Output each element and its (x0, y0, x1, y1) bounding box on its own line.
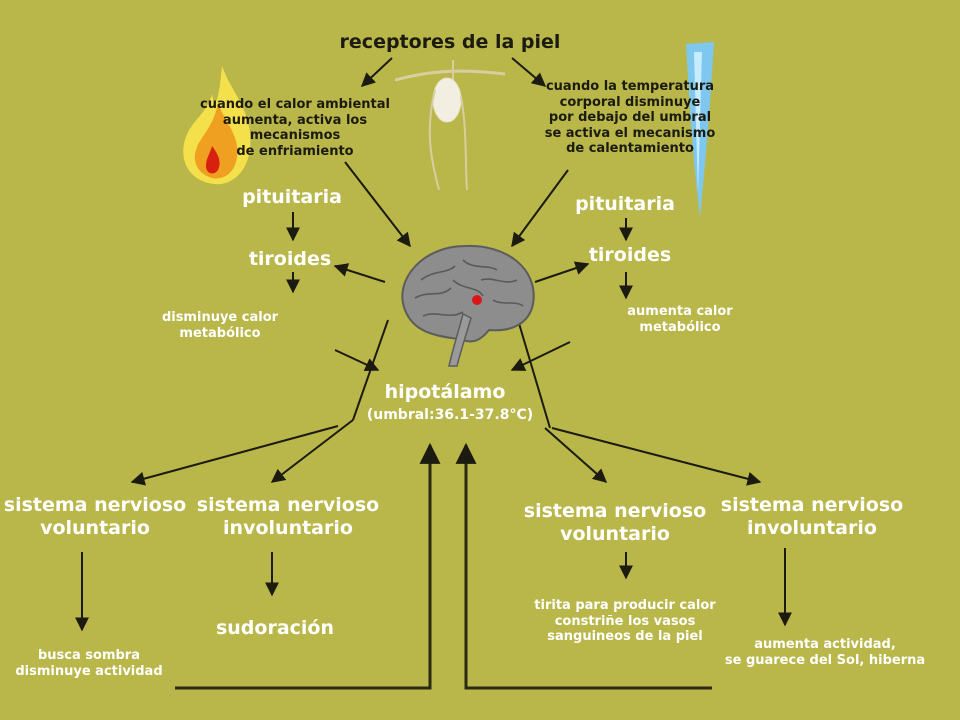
hypothalamus-label: hipotálamo (384, 381, 506, 403)
heat-condition-label: cuando el calor ambiental aumenta, activ… (200, 97, 390, 159)
involuntary-left-label: sistema nervioso involuntario (196, 494, 380, 539)
arrow-receptors-to-cold (511, 57, 547, 87)
arrow-brain-to-right-branch (517, 319, 551, 429)
arrow-to-voluntary-right (544, 427, 608, 483)
arrow-metabolic-right-to-hypothalamus (510, 341, 571, 371)
voluntary-right-label: sistema nervioso voluntario (523, 500, 707, 545)
skin-receptors-label: receptores de la piel (339, 31, 561, 53)
pituitary-left-label: pituitaria (242, 186, 342, 208)
arrow-to-involuntary-right (551, 427, 762, 486)
activity-label: aumenta actividad, se guarece del Sol, h… (724, 637, 926, 668)
feedback-line-left (175, 442, 441, 690)
sweating-label: sudoración (215, 617, 335, 639)
thyroid-right-label: tiroides (588, 244, 672, 266)
thyroid-left-label: tiroides (248, 248, 332, 270)
shade-label: busca sombra disminuye actividad (15, 648, 163, 679)
arrow-brain-to-thyroid-left (333, 263, 386, 283)
shiver-label: tirita para producir calor constriñe los… (534, 598, 716, 645)
arrow-to-involuntary-left (270, 419, 354, 483)
threshold-label: (umbral:36.1-37.8°C) (366, 407, 534, 423)
arrow-receptors-to-heat (360, 57, 393, 87)
metabolic-increase-label: aumenta calor metabólico (627, 304, 733, 335)
arrow-brain-to-left-branch (352, 319, 389, 421)
feedback-line-right (455, 442, 712, 690)
voluntary-left-label: sistema nervioso voluntario (3, 494, 187, 539)
ice-icon (686, 42, 714, 218)
cold-condition-label: cuando la temperatura corporal disminuye… (544, 79, 716, 157)
arrow-to-voluntary-left (130, 425, 339, 486)
arrow-cold-to-brain (511, 169, 569, 248)
metabolic-decrease-label: disminuye calor metabólico (161, 310, 279, 341)
pituitary-right-label: pituitaria (575, 193, 675, 215)
arrow-heat-to-brain (344, 161, 411, 248)
brain-icon (401, 244, 535, 367)
arrow-brain-to-thyroid-right (534, 261, 590, 283)
skin-hair-icon (395, 60, 505, 190)
flame-icon (183, 66, 251, 185)
involuntary-right-label: sistema nervioso involuntario (720, 494, 904, 539)
